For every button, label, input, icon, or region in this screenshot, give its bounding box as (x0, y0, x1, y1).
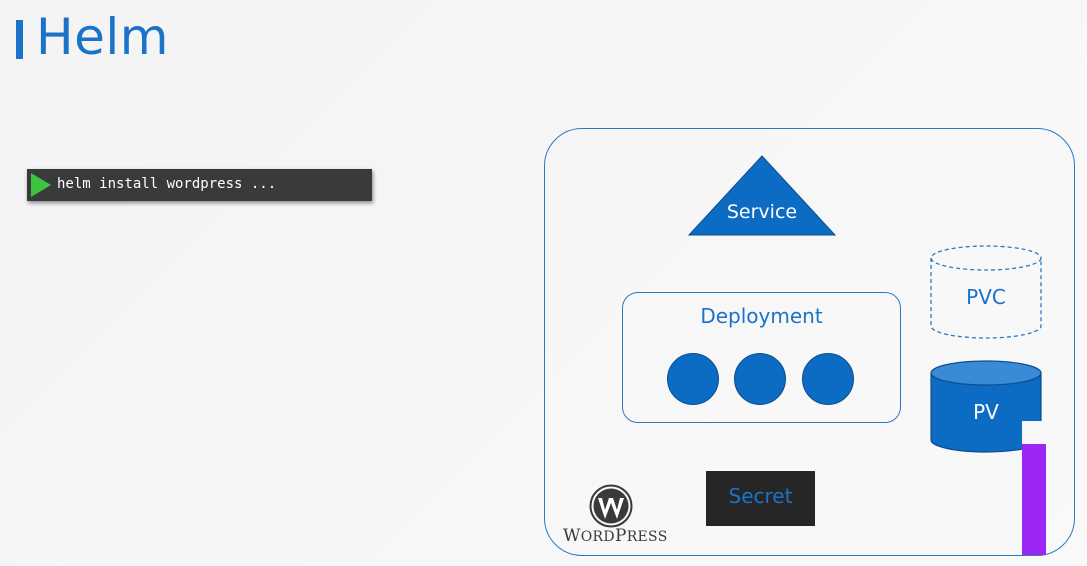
release-boundary (544, 128, 1075, 556)
pvc-label: PVC (966, 285, 1006, 309)
pv-cylinder (930, 360, 1042, 453)
pv-label: PV (973, 400, 999, 424)
terminal-command-text: helm install wordpress ... (57, 176, 277, 192)
service-label: Service (726, 201, 798, 223)
wordpress-icon (589, 484, 633, 528)
pvc-cylinder (930, 245, 1042, 339)
scrollbar-thumb[interactable] (1022, 421, 1046, 444)
terminal-command-bar: helm install wordpress ... (27, 169, 372, 201)
service-triangle (687, 155, 837, 236)
deployment-label: Deployment (700, 304, 823, 328)
pod-circle (734, 353, 786, 405)
pod-circle (802, 353, 854, 405)
play-icon[interactable] (31, 173, 51, 197)
wordpress-wordmark: WORDPRESS (563, 526, 668, 546)
page-title: Helm (36, 8, 169, 66)
title-accent-bar (16, 20, 23, 59)
deployment-box (622, 292, 901, 423)
secret-box (706, 471, 815, 526)
pod-circle (667, 353, 719, 405)
secret-label: Secret (728, 484, 793, 508)
